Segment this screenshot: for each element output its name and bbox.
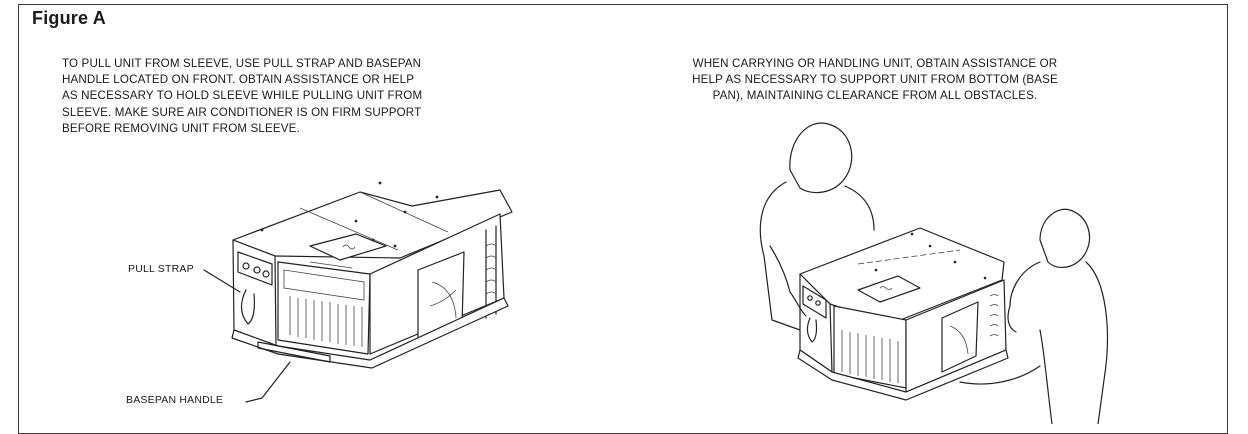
air-conditioner-unit-illustration — [232, 182, 512, 368]
basepan-handle-leader — [246, 362, 290, 402]
two-person-carry-illustration — [760, 123, 1107, 424]
illustration-canvas — [0, 0, 1248, 424]
